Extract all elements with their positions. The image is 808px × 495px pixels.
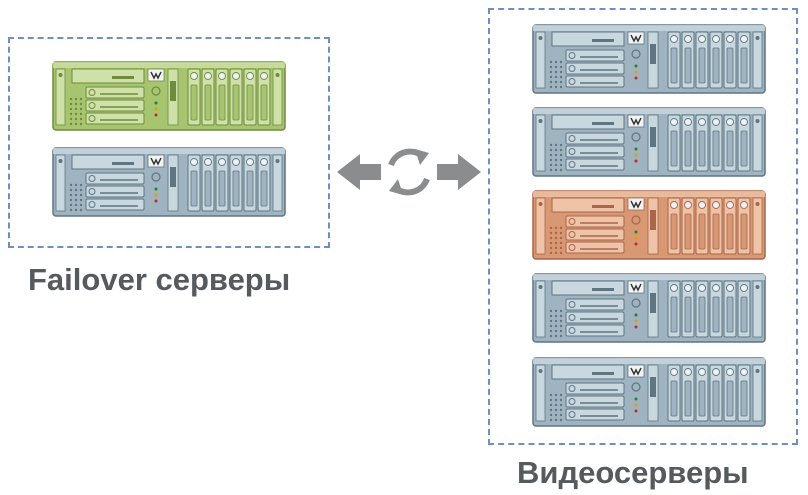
video-servers-label: Видеосерверы xyxy=(517,455,749,490)
video-server-5 xyxy=(532,357,766,427)
video-server-4 xyxy=(532,273,766,343)
rack-server-icon xyxy=(532,357,766,427)
rack-server-icon xyxy=(532,24,766,94)
rack-server-icon xyxy=(532,107,766,177)
failover-server-1 xyxy=(52,61,286,131)
failover-server-2 xyxy=(52,147,286,217)
sync-arrows-icon xyxy=(337,148,481,196)
video-server-3 xyxy=(532,190,766,260)
failover-servers-label: Failover серверы xyxy=(28,262,291,297)
rack-server-icon xyxy=(52,61,286,131)
failover-servers-group xyxy=(8,37,330,248)
sync-connector xyxy=(333,131,485,213)
video-server-1 xyxy=(532,24,766,94)
video-server-2 xyxy=(532,107,766,177)
video-servers-group xyxy=(488,8,798,445)
rack-server-icon xyxy=(532,190,766,260)
rack-server-icon xyxy=(532,273,766,343)
rack-server-icon xyxy=(52,147,286,217)
